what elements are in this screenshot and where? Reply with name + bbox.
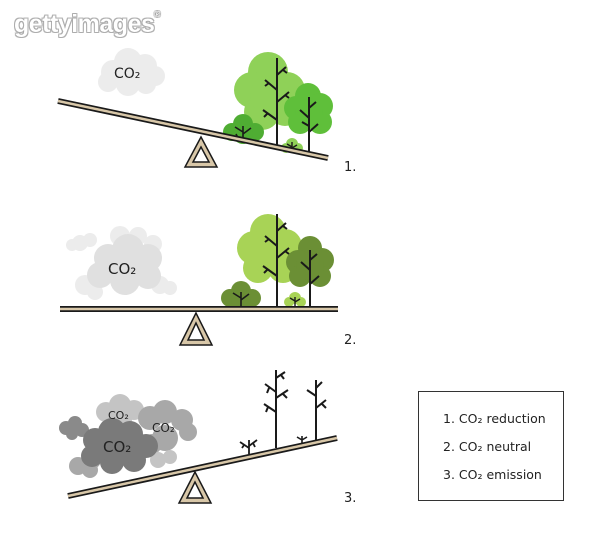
bush-icon	[223, 114, 264, 144]
cloud-label: CO₂	[152, 421, 175, 435]
seesaw-fulcrum	[177, 470, 213, 504]
co2-cloud-icon	[98, 48, 165, 96]
bare-tree-icon	[263, 370, 289, 448]
co2-cloud-icon	[59, 394, 197, 478]
seesaw-fulcrum	[178, 311, 214, 346]
co2-cloud-icon	[66, 226, 177, 300]
bush-icon	[221, 281, 261, 310]
cloud-label: CO₂	[103, 438, 131, 456]
legend-item-reduction: 1. CO₂ reduction	[443, 411, 546, 426]
watermark-text: gettyimages	[14, 10, 155, 38]
watermark-logo: gettyimages®	[14, 10, 160, 39]
tree-icon	[286, 236, 334, 306]
panel-3-co2-emission: CO₂ CO₂ CO₂	[59, 370, 338, 504]
cloud-label: CO₂	[108, 409, 129, 422]
bare-sapling-icon	[296, 436, 308, 443]
seesaw-plank	[57, 98, 329, 161]
registered-mark: ®	[154, 10, 160, 19]
legend-item-emission: 3. CO₂ emission	[443, 467, 542, 482]
seesaw-fulcrum	[183, 135, 219, 168]
bare-tree-icon	[306, 380, 327, 440]
bush-icon	[284, 292, 306, 307]
panel-1-number: 1.	[344, 160, 357, 175]
panel-2-co2-neutral: CO₂	[60, 213, 338, 346]
legend-item-neutral: 2. CO₂ neutral	[443, 439, 532, 454]
tree-icon	[284, 83, 333, 155]
panel-2-number: 2.	[344, 333, 357, 348]
legend-box: 1. CO₂ reduction 2. CO₂ neutral 3. CO₂ e…	[418, 391, 564, 501]
panel-1-co2-reduction: CO₂	[57, 48, 333, 168]
seesaw-plank	[67, 435, 338, 499]
cloud-label: CO₂	[108, 260, 136, 278]
bare-sapling-icon	[239, 439, 258, 454]
panel-3-number: 3.	[344, 491, 357, 506]
cloud-label: CO₂	[114, 66, 140, 82]
tree-icon	[237, 213, 302, 307]
